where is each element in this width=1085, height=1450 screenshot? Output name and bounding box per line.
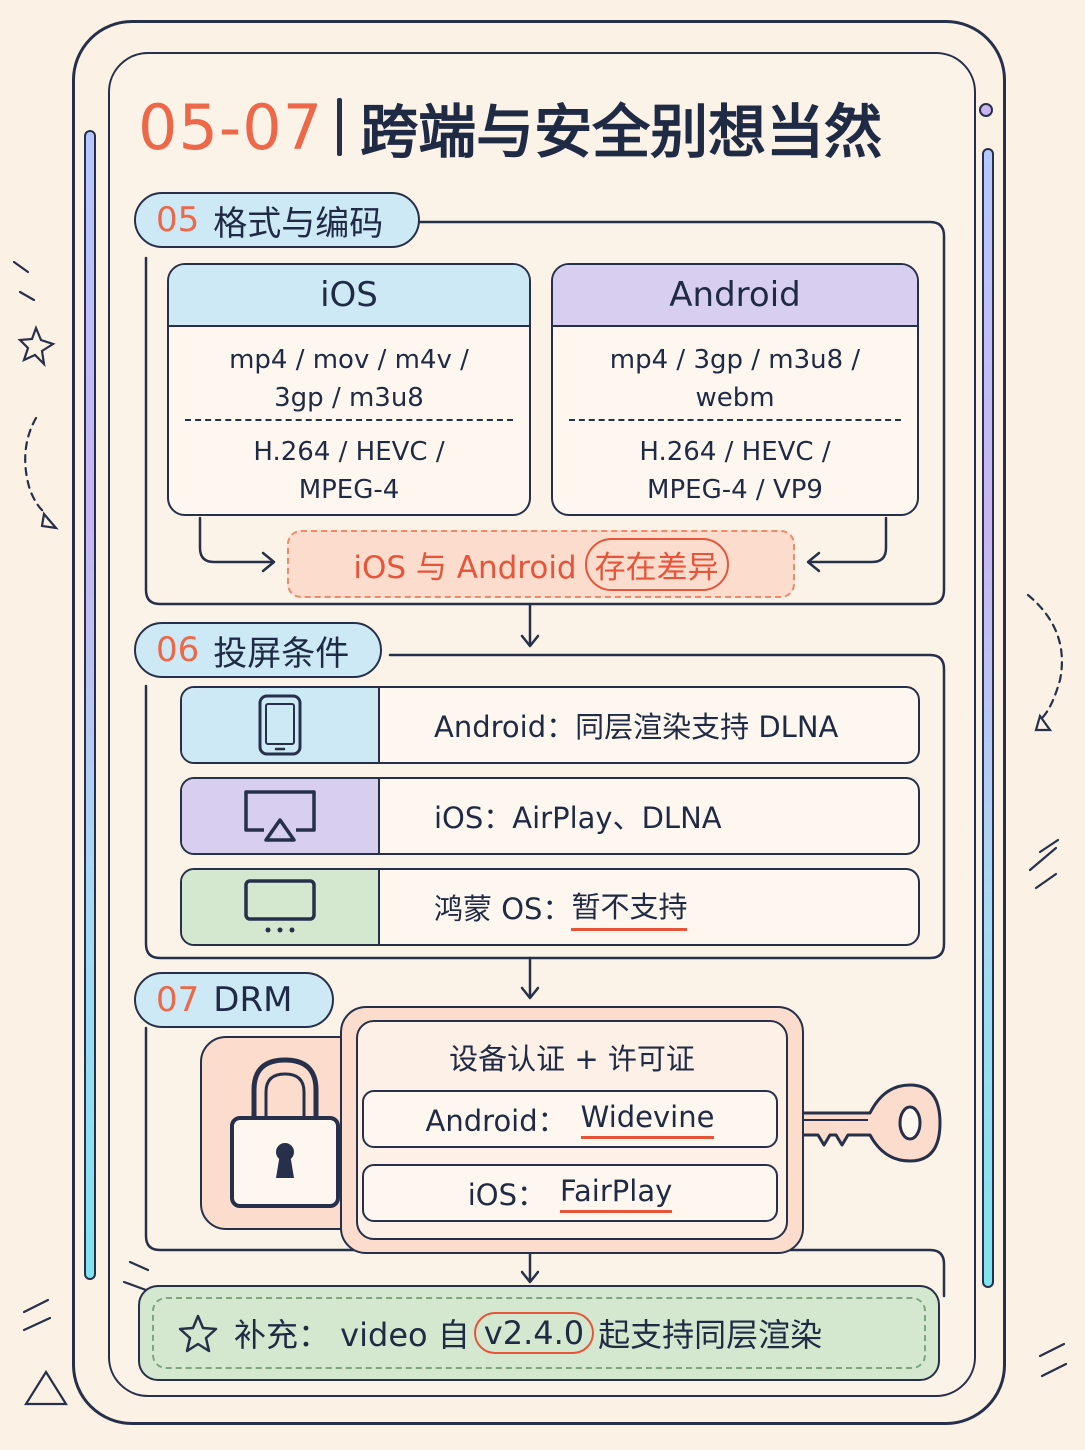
note-text: 补充： video 自 v2.4.0 起支持同层渲染 [178,1297,918,1369]
difference-callout: iOS 与 Android 存在差异 [287,530,795,598]
drm-android-row: Android： Widevine [362,1090,778,1148]
ios-card-divider [185,419,513,421]
section-06-pill: 06 投屏条件 [134,622,382,678]
section-07-number: 07 [156,980,200,1020]
android-codecs-line2: MPEG-4 / VP9 [647,475,823,505]
casting-harmony-text: 鸿蒙 OS： 暂不支持 [434,870,688,944]
ios-codecs: H.264 / HEVC / MPEG-4 [169,421,529,509]
star-icon [178,1314,218,1353]
difference-highlight: 存在差异 [584,537,729,591]
drm-android-prefix: Android： [425,1104,567,1138]
key-icon [790,1083,942,1163]
tv-monitor-icon [182,870,380,944]
title-divider [337,98,343,156]
section-05-label: 格式与编码 [213,203,384,244]
section-07-label: DRM [213,980,293,1020]
drm-ios-row: iOS： FairPlay [362,1164,778,1222]
android-card-divider [569,419,901,421]
note-box [138,1285,940,1381]
note-prefix: 补充： video 自 [234,1316,470,1354]
drm-android-value: Widevine [580,1100,715,1139]
ios-codecs-line1: H.264 / HEVC / [253,437,445,467]
note-box-inner [152,1297,926,1369]
ios-formats-line1: mp4 / mov / m4v / [229,345,469,375]
ios-card-header: iOS [169,265,529,327]
left-gradient-rail [84,130,96,1280]
padlock-icon [230,1057,340,1208]
decor-dot [979,103,993,117]
section-06-label: 投屏条件 [213,633,350,674]
android-codecs-line1: H.264 / HEVC / [639,437,831,467]
airplay-icon [182,779,380,853]
drm-ios-value: FairPlay [560,1174,673,1213]
drm-ios-prefix: iOS： [467,1178,547,1212]
android-formats-line2: webm [695,383,775,413]
casting-android-text: Android：同层渲染支持 DLNA [434,710,839,744]
page-title: 05-07 跨端与安全别想当然 [138,82,968,172]
casting-row-android: Android：同层渲染支持 DLNA [180,686,920,764]
title-number: 05-07 [138,90,324,164]
drm-heading: 设备认证 + 许可证 [449,1042,695,1076]
title-text: 跨端与安全别想当然 [360,98,883,166]
android-formats-line1: mp4 / 3gp / m3u8 / [609,345,861,375]
android-codecs: H.264 / HEVC / MPEG-4 / VP9 [553,421,917,509]
android-format-card: Android mp4 / 3gp / m3u8 / webm H.264 / … [551,263,919,516]
outer-frame [72,20,1006,1425]
android-card-header: Android [553,265,917,327]
section-05-number: 05 [156,200,200,240]
casting-row-ios: iOS：AirPlay、DLNA [180,777,920,855]
difference-prefix: iOS 与 Android [353,549,577,586]
casting-harmony-prefix: 鸿蒙 OS： [434,892,572,926]
casting-ios-text: iOS：AirPlay、DLNA [434,801,722,835]
casting-row-harmony: 鸿蒙 OS： 暂不支持 [180,868,920,946]
section-07-pill: 07 DRM [134,972,334,1028]
smartphone-icon [182,688,380,762]
right-gradient-rail [982,148,994,1288]
section-06-number: 06 [156,630,200,670]
note-version: v2.4.0 [473,1312,595,1354]
ios-formats: mp4 / mov / m4v / 3gp / m3u8 [169,327,529,419]
android-formats: mp4 / 3gp / m3u8 / webm [553,327,917,419]
section-05-pill: 05 格式与编码 [134,192,420,248]
ios-codecs-line2: MPEG-4 [298,475,400,505]
ios-formats-line2: 3gp / m3u8 [274,383,424,413]
note-suffix: 起支持同层渲染 [598,1316,823,1354]
casting-harmony-unsupported: 暂不支持 [571,884,688,931]
ios-format-card: iOS mp4 / mov / m4v / 3gp / m3u8 H.264 /… [167,263,531,516]
